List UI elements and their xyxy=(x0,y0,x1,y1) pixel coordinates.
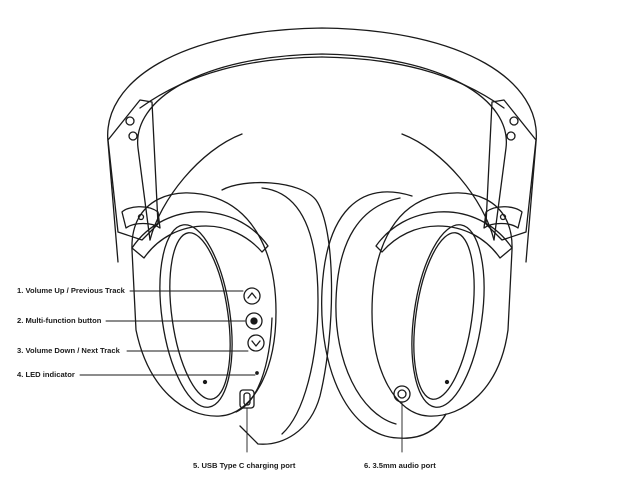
left-cushion-inner xyxy=(261,187,319,435)
right-cushion-inner xyxy=(335,197,401,425)
left-cup-plate-inner xyxy=(169,232,231,400)
left-cushion xyxy=(221,182,333,445)
headband-inner-edge xyxy=(137,53,507,241)
right-ear-cup xyxy=(371,192,513,417)
headband-mid-line-right xyxy=(321,56,505,109)
right-cup-shell xyxy=(371,192,513,417)
right-cushion-outline xyxy=(321,191,447,439)
right-cup-dot xyxy=(444,379,450,385)
callout-audio-port: 6. 3.5mm audio port xyxy=(364,461,436,470)
left-slider xyxy=(107,99,161,241)
chevron-up-icon xyxy=(247,292,257,299)
callout-volume-up: 1. Volume Up / Previous Track xyxy=(17,286,125,295)
left-cup-dot xyxy=(202,379,208,385)
left-slider-hole-2 xyxy=(128,131,138,141)
leader-lines xyxy=(79,290,403,453)
callout-usb-c: 5. USB Type C charging port xyxy=(193,461,296,470)
headband-underside xyxy=(149,133,495,241)
callout-volume-down: 3. Volume Down / Next Track xyxy=(17,346,120,355)
headband-outer-edge xyxy=(107,27,537,263)
right-slider-body xyxy=(485,99,537,241)
dot-icon xyxy=(250,317,258,325)
left-hinge xyxy=(121,206,161,229)
left-slider-hole-1 xyxy=(125,116,135,126)
right-cup-plate-inner xyxy=(413,232,475,400)
chevron-down-icon xyxy=(251,340,261,347)
multifunction-button[interactable] xyxy=(245,312,263,330)
left-cup-shell xyxy=(131,192,277,417)
usb-c-icon xyxy=(243,392,251,406)
left-slider-body xyxy=(107,99,159,241)
audio-port[interactable] xyxy=(393,385,411,403)
left-cup-yoke xyxy=(131,211,269,259)
right-cup-plate xyxy=(411,224,485,408)
volume-up-button[interactable] xyxy=(243,287,261,305)
left-ear-cup xyxy=(131,192,277,417)
right-slider xyxy=(483,99,537,241)
volume-down-button[interactable] xyxy=(247,334,265,352)
headband-mid-line-left xyxy=(139,56,323,109)
headband xyxy=(107,27,537,263)
right-hinge xyxy=(483,206,523,229)
audio-jack-icon xyxy=(397,389,407,399)
right-cushion xyxy=(321,191,447,439)
right-cup-yoke xyxy=(375,211,513,259)
callout-multifunction: 2. Multi-function button xyxy=(17,316,102,325)
right-slider-hole-1 xyxy=(509,116,519,126)
control-buttons xyxy=(239,287,265,409)
left-cushion-outline xyxy=(221,182,333,445)
led-indicator xyxy=(255,371,259,375)
right-slider-hole-2 xyxy=(506,131,516,141)
callout-led: 4. LED indicator xyxy=(17,370,75,379)
